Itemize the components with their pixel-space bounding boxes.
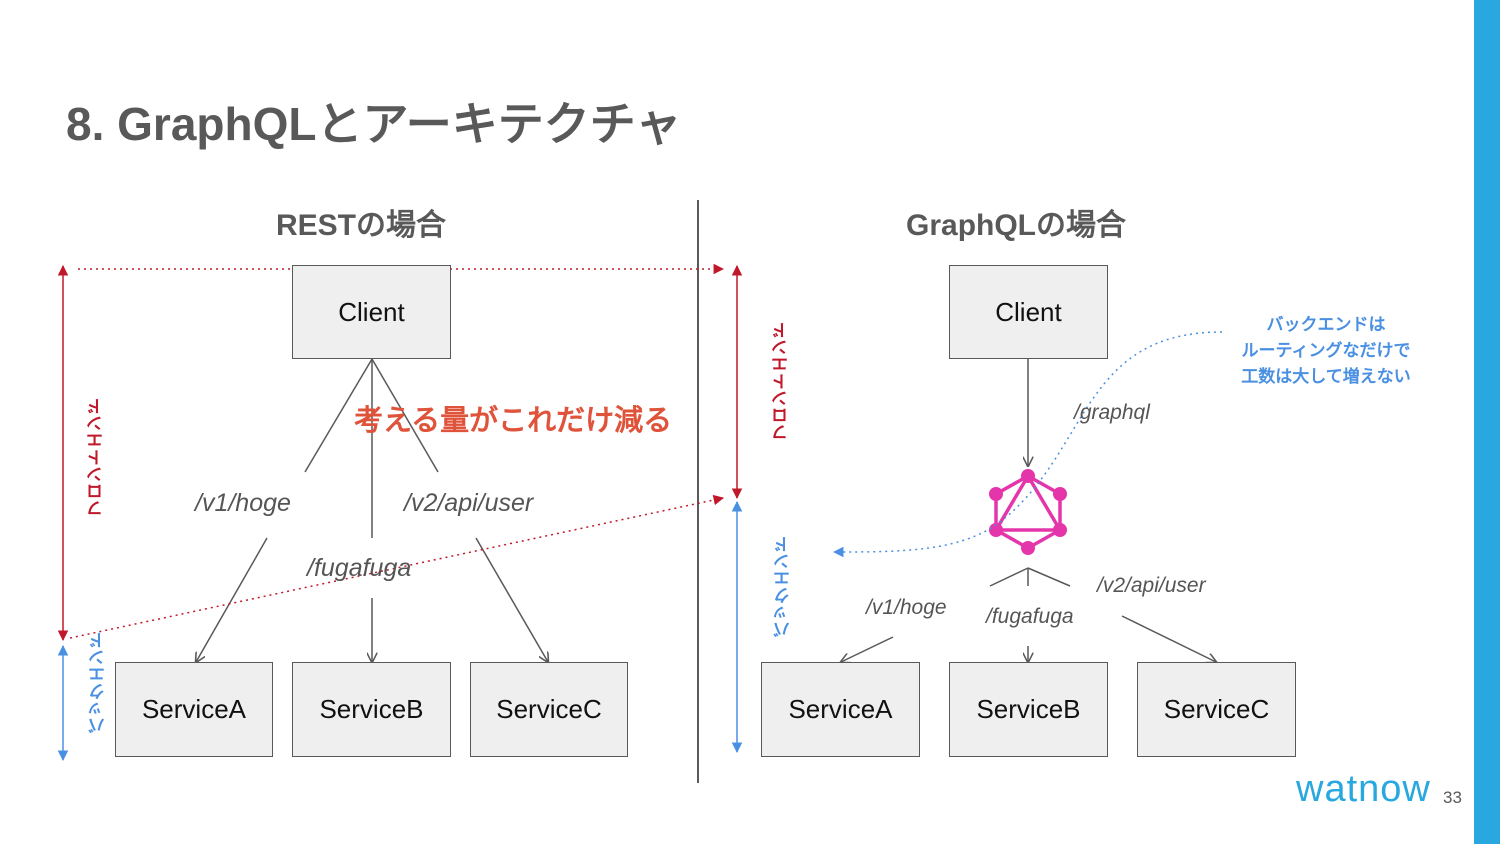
graphql-endpoint-label: /graphql bbox=[1074, 401, 1150, 424]
rest-client-box: Client bbox=[292, 265, 451, 359]
rest-heading: RESTの場合 bbox=[276, 209, 447, 242]
slide-title: 8. GraphQLとアーキテクチャ bbox=[66, 98, 682, 150]
rest-service-b-box: ServiceB bbox=[292, 662, 451, 757]
rest-route-v1-hoge: /v1/hoge bbox=[195, 489, 291, 517]
rest-backend-label: バックエンド bbox=[89, 632, 108, 734]
rest-route-fugafuga: /fugafuga bbox=[307, 554, 412, 582]
rest-arrow-c bbox=[475, 537, 548, 662]
graphql-route-v2-api-user: /v2/api/user bbox=[1097, 574, 1206, 597]
note-line: 工数は大して増えない bbox=[1241, 367, 1411, 386]
graphql-heading: GraphQLの場合 bbox=[906, 209, 1127, 242]
graphql-fan-right bbox=[1027, 567, 1071, 587]
graphql-route-v1-hoge: /v1/hoge bbox=[866, 596, 947, 619]
rest-line-left bbox=[304, 358, 373, 473]
graphql-fan-left bbox=[989, 567, 1029, 587]
section-divider bbox=[697, 200, 699, 783]
note-line: ルーティングなだけで bbox=[1241, 341, 1411, 360]
graphql-backend-label: バックエンド bbox=[774, 536, 793, 638]
accent-side-bar bbox=[1474, 0, 1500, 844]
graphql-service-c-box: ServiceC bbox=[1137, 662, 1296, 757]
graphql-service-a-box: ServiceA bbox=[761, 662, 920, 757]
graphql-service-b-box: ServiceB bbox=[949, 662, 1108, 757]
rest-arrow-a bbox=[196, 537, 268, 662]
graphql-client-box: Client bbox=[949, 265, 1108, 359]
watnow-logo: watnow bbox=[1296, 768, 1431, 810]
page-number: 33 bbox=[1443, 788, 1462, 807]
graphql-arrow-a bbox=[841, 636, 894, 662]
rest-frontend-label: フロントエンド bbox=[87, 398, 106, 517]
graphql-route-fugafuga: /fugafuga bbox=[986, 605, 1074, 628]
rest-line-right bbox=[371, 358, 439, 473]
graphql-logo-icon bbox=[992, 472, 1064, 551]
graphql-logo-nodes bbox=[989, 469, 1067, 555]
rest-route-v2-api-user: /v2/api/user bbox=[404, 489, 534, 517]
rest-service-a-box: ServiceA bbox=[115, 662, 273, 757]
note-line: バックエンドは bbox=[1266, 315, 1386, 334]
backend-note: バックエンドは ルーティングなだけで 工数は大して増えない bbox=[1216, 312, 1436, 390]
graphql-frontend-label: フロントエンド bbox=[772, 322, 791, 441]
rest-service-c-box: ServiceC bbox=[470, 662, 628, 757]
graphql-arrow-c bbox=[1121, 615, 1216, 662]
emphasis-text: 考える量がこれだけ減る bbox=[354, 405, 673, 437]
